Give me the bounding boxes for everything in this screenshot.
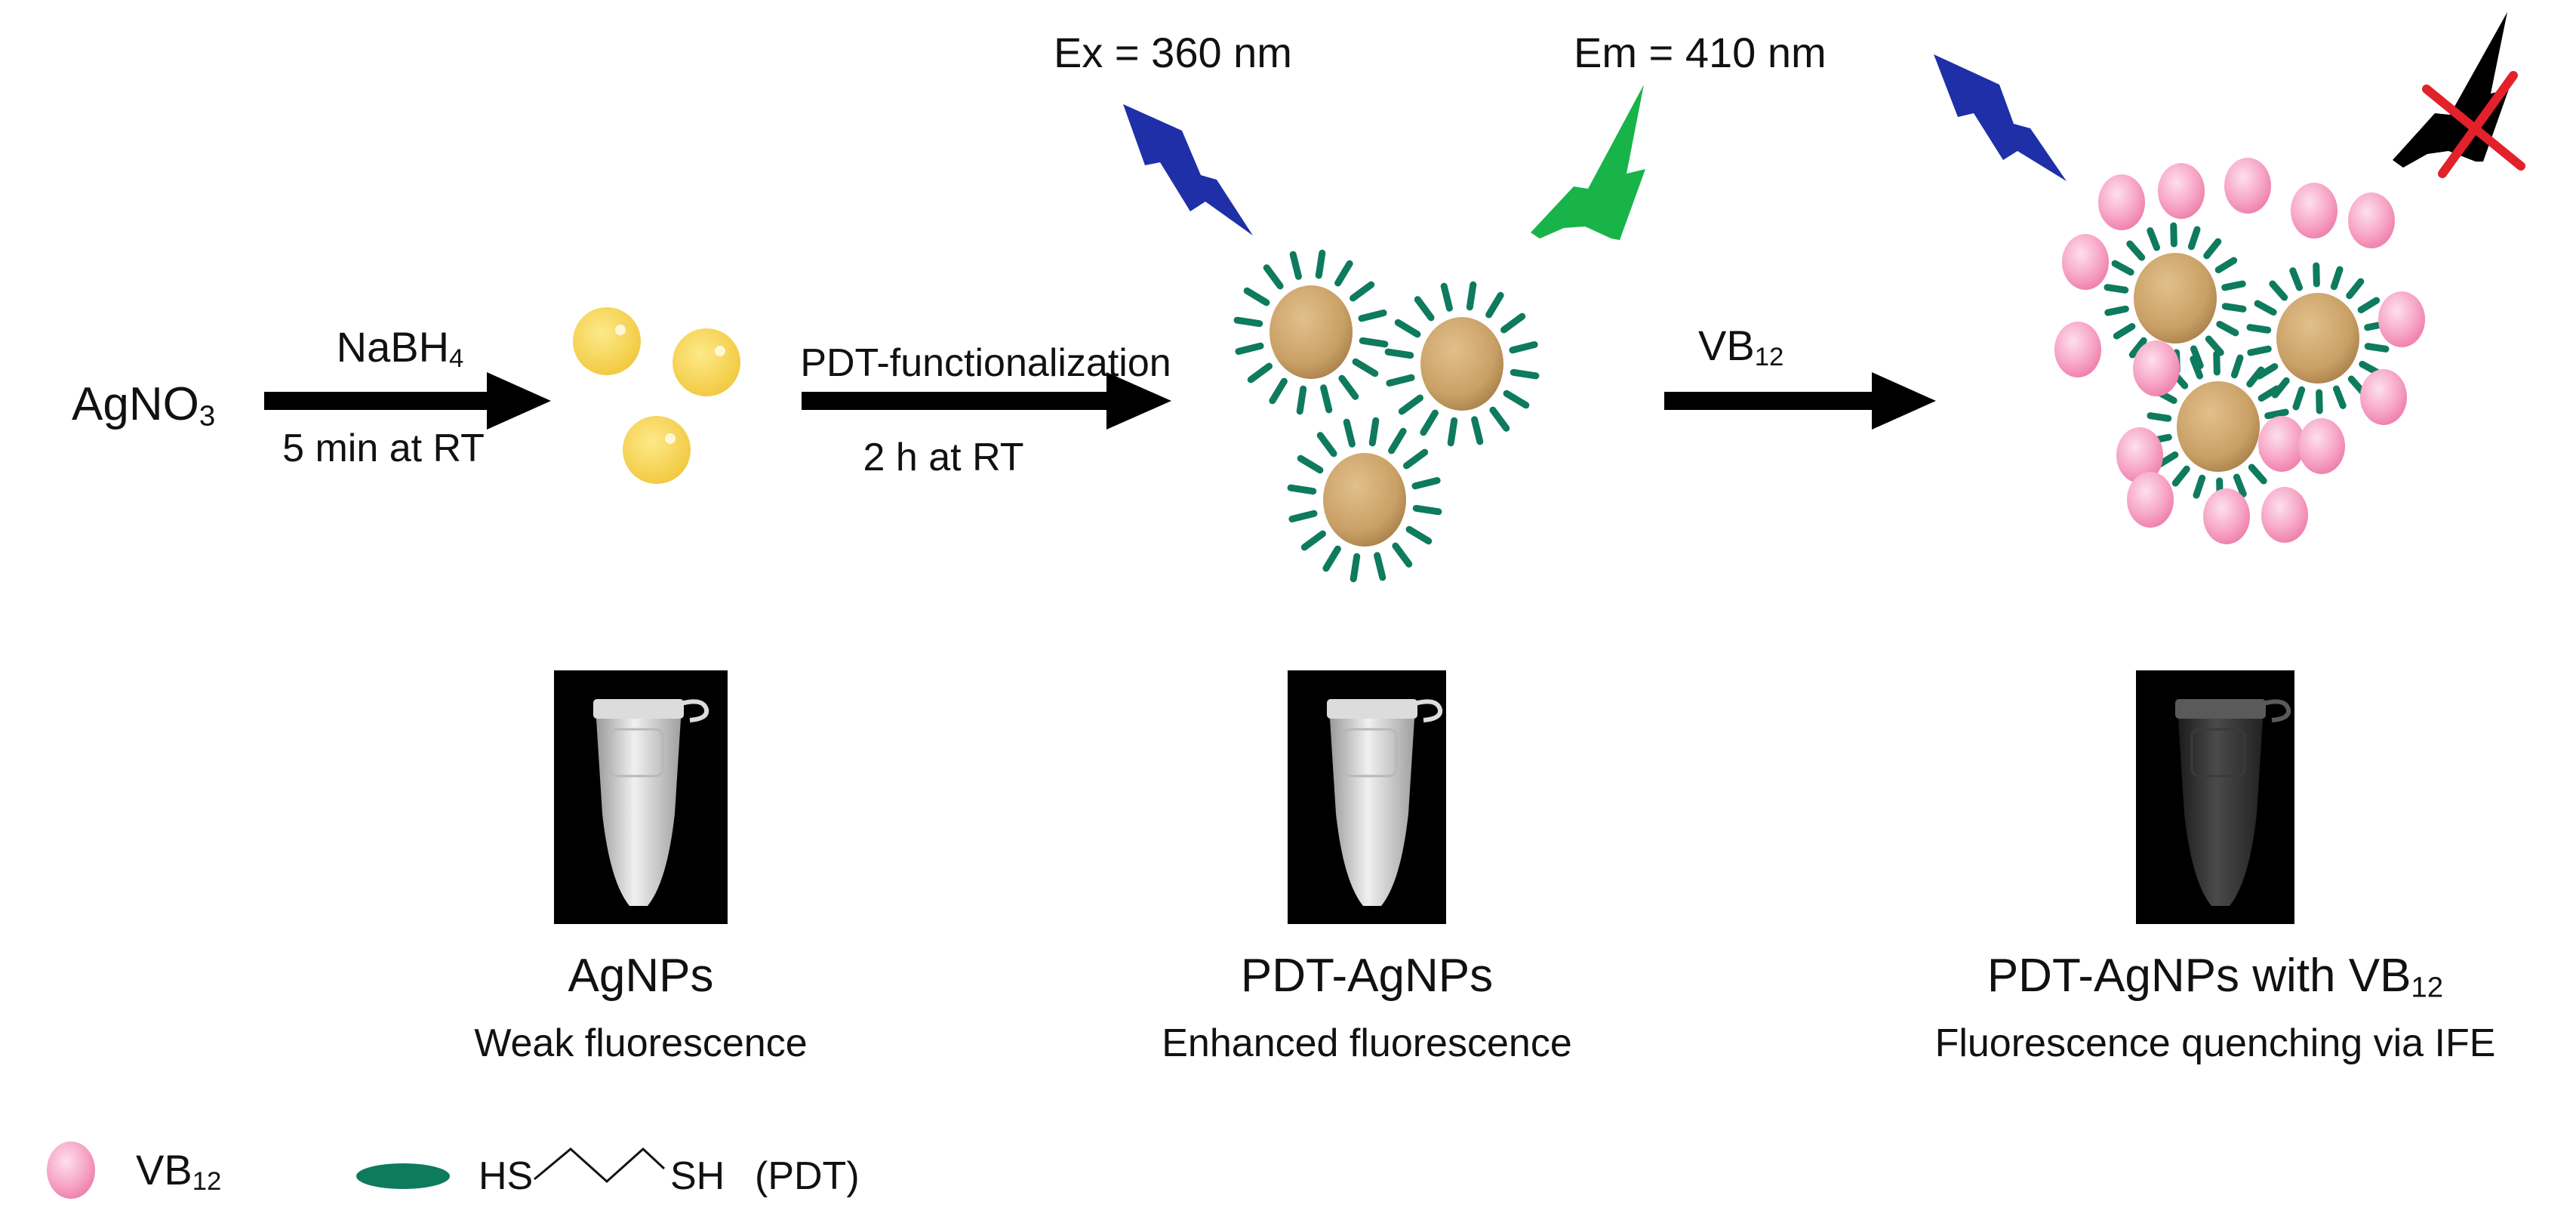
tube-pdt-agnps xyxy=(1327,699,1443,906)
excitation-bolt-icon xyxy=(1123,104,1253,236)
vb12-sphere xyxy=(2360,369,2407,425)
vb12-sphere xyxy=(2298,418,2345,474)
legend-pdt-name: (PDT) xyxy=(755,1154,860,1198)
arrow-step2 xyxy=(802,372,1171,430)
legend-vb12-sphere-icon xyxy=(47,1141,95,1199)
start-reagent: AgNO3 xyxy=(72,378,216,433)
step3-reagent: VB12 xyxy=(1698,322,1784,371)
vb12-sphere xyxy=(2133,340,2180,396)
emission-label: Em = 410 nm xyxy=(1574,29,1827,76)
vb12-agnp-core xyxy=(2246,262,2390,414)
agnp-particles xyxy=(573,307,740,484)
vb12-sphere xyxy=(2054,322,2101,377)
pdt-agnp-cluster xyxy=(1233,249,1540,583)
vb12-sphere xyxy=(2062,234,2109,290)
sample-name-pdt-agnps-vb12: PDT-AgNPs with VB12 xyxy=(1987,950,2444,1004)
excitation-bolt-right-icon xyxy=(1934,54,2067,181)
tube-pdt-agnps-vb12 xyxy=(2175,699,2291,906)
legend-pdt-hs: HS xyxy=(479,1154,534,1198)
photo-agnps xyxy=(554,670,728,924)
vb12-sphere xyxy=(2291,183,2337,239)
step2-condition: 2 h at RT xyxy=(863,436,1024,479)
vb12-sphere xyxy=(2098,174,2145,230)
legend-pdt-sh: SH xyxy=(670,1154,725,1198)
arrow-step1 xyxy=(264,372,551,430)
photo-pdt-agnps-vb12 xyxy=(2136,670,2294,924)
photo-pdt-agnps xyxy=(1288,670,1446,924)
vb12-sphere xyxy=(2127,472,2174,528)
step1-condition: 5 min at RT xyxy=(282,427,485,470)
vb12-agnp-core xyxy=(2104,222,2247,374)
vb12-sphere xyxy=(2348,193,2395,248)
excitation-label: Ex = 360 nm xyxy=(1054,29,1292,76)
vb12-sphere xyxy=(2116,427,2163,483)
vb12-sphere xyxy=(2158,163,2205,219)
legend-vb12-label: VB12 xyxy=(136,1146,222,1196)
legend-pdt-zigzag xyxy=(534,1147,666,1184)
emission-bolt-icon xyxy=(1531,85,1645,240)
step1-reagent: NaBH4 xyxy=(336,323,464,373)
sample-desc-pdt-agnps: Enhanced fluorescence xyxy=(1162,1021,1572,1065)
vb12-sphere xyxy=(2261,487,2308,543)
pdt-agnp-core xyxy=(1233,249,1389,415)
vb12-sphere xyxy=(2224,158,2271,214)
sample-name-pdt-agnps: PDT-AgNPs xyxy=(1240,950,1494,1002)
vb12-sphere xyxy=(2258,416,2305,472)
tube-agnps xyxy=(593,699,709,906)
sample-name-agnps: AgNPs xyxy=(568,950,714,1002)
sample-desc-pdt-agnps-vb12: Fluorescence quenching via IFE xyxy=(1934,1021,2496,1065)
pdt-agnp-core xyxy=(1287,417,1442,583)
arrow-step3 xyxy=(1664,372,1936,430)
quench-cross-icon xyxy=(2422,71,2525,178)
pdt-agnp-core xyxy=(1384,281,1540,447)
sample-desc-agnps: Weak fluorescence xyxy=(474,1021,808,1065)
vb12-sphere xyxy=(2203,488,2250,544)
pdt-agnp-vb12-cluster xyxy=(2054,158,2425,544)
step2-reagent: PDT-functionalization xyxy=(800,341,1171,385)
legend-pdt-ligand-icon xyxy=(356,1163,450,1189)
vb12-sphere xyxy=(2378,291,2425,347)
